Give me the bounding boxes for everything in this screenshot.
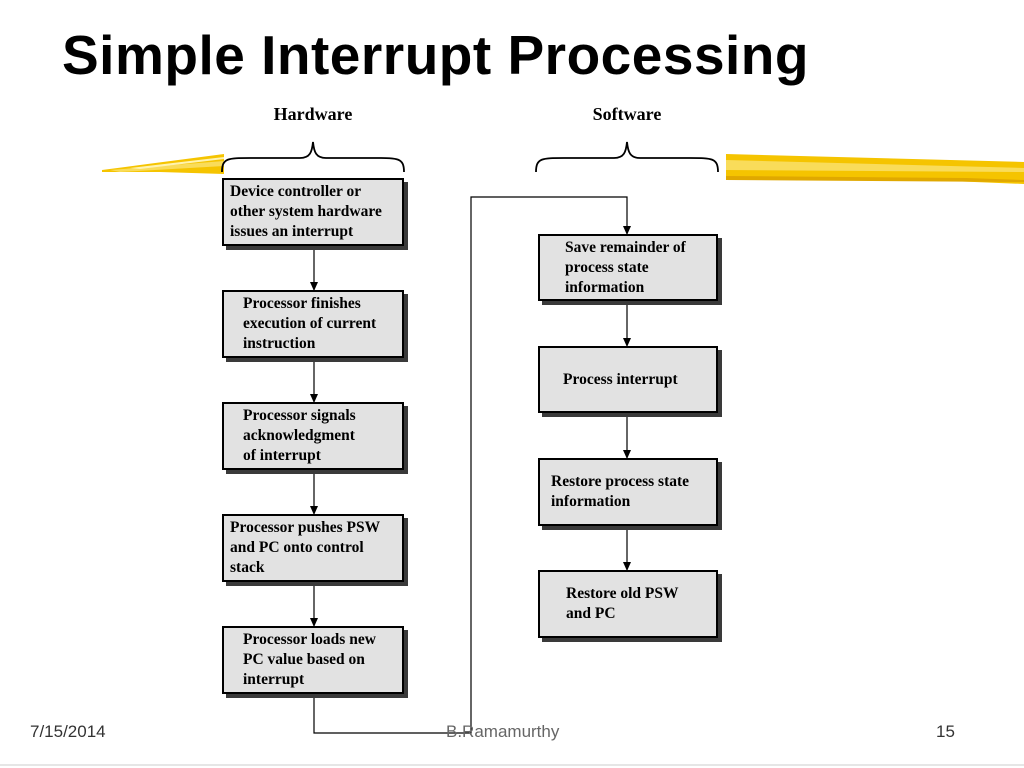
- software-step-2-text: Process interrupt: [563, 370, 678, 388]
- hardware-step-2: Processor finishes execution of current …: [222, 290, 404, 358]
- footer-rule: [0, 764, 1024, 766]
- slide-title: Simple Interrupt Processing: [62, 24, 810, 86]
- left-brush-stroke: [102, 154, 224, 174]
- hardware-step-3-text: Processor signals acknowledgment of inte…: [243, 407, 356, 464]
- software-step-4-text: Restore old PSW and PC: [566, 585, 679, 622]
- hardware-step-4-text: Processor pushes PSW and PC onto control…: [230, 519, 381, 576]
- hardware-brace: [221, 141, 405, 173]
- software-heading: Software: [592, 104, 662, 124]
- hardware-step-3: Processor signals acknowledgment of inte…: [222, 402, 404, 470]
- software-step-3-text: Restore process state information: [551, 473, 690, 510]
- hardware-step-2-text: Processor finishes execution of current …: [243, 295, 377, 352]
- software-step-4: Restore old PSW and PC: [538, 570, 718, 638]
- software-step-1-text: Save remainder of process state informat…: [565, 238, 686, 296]
- hardware-step-1: Device controller or other system hardwa…: [222, 178, 404, 246]
- software-step-3: Restore process state information: [538, 458, 718, 526]
- software-step-2: Process interrupt: [538, 346, 718, 413]
- footer-author: B.Ramamurthy: [446, 722, 560, 741]
- hardware-step-5-text: Processor loads new PC value based on in…: [243, 631, 376, 688]
- hardware-step-5: Processor loads new PC value based on in…: [222, 626, 404, 694]
- software-step-1: Save remainder of process state informat…: [538, 234, 718, 301]
- footer-page-number: 15: [936, 722, 955, 741]
- hardware-step-1-text: Device controller or other system hardwa…: [230, 183, 382, 240]
- software-brace: [535, 141, 719, 173]
- right-brush-stroke: [726, 154, 1024, 184]
- footer-date: 7/15/2014: [30, 722, 106, 741]
- hardware-step-4: Processor pushes PSW and PC onto control…: [222, 514, 404, 582]
- arrow-hw-to-sw: [313, 196, 631, 734]
- hardware-heading: Hardware: [273, 104, 353, 124]
